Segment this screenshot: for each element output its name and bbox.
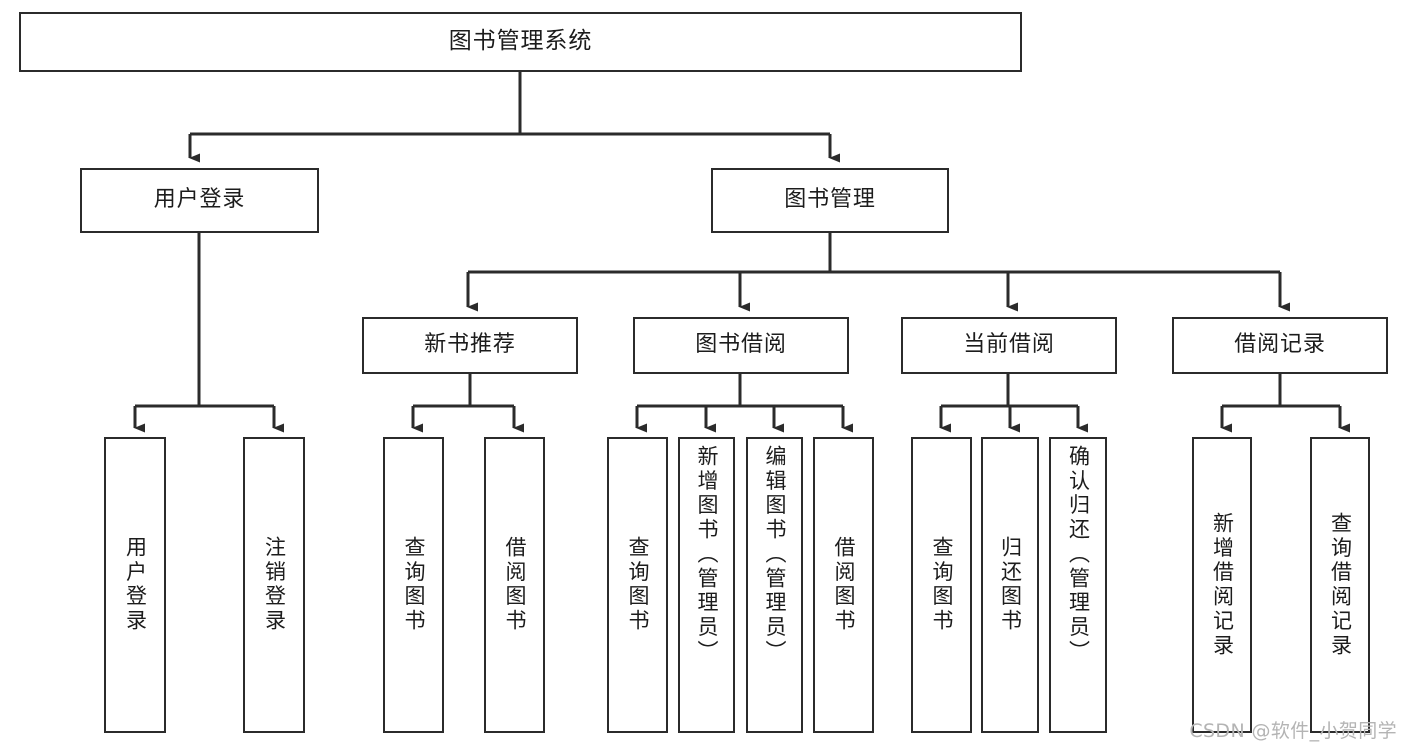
node-leaf-borrow-book-borrow[interactable]: 借阅图书 — [813, 437, 874, 733]
node-label: 查询图书 — [402, 536, 426, 634]
node-label: 当前借阅 — [963, 332, 1055, 358]
node-label: 新增图书（管理员） — [695, 445, 719, 665]
node-label: 图书管理 — [784, 187, 876, 213]
node-borrow-record[interactable]: 借阅记录 — [1172, 317, 1388, 374]
node-current-borrow[interactable]: 当前借阅 — [901, 317, 1117, 374]
node-label: 借阅图书 — [832, 536, 856, 634]
watermark-text: CSDN @软件_小贺同学 — [1189, 720, 1397, 742]
node-leaf-user-logout[interactable]: 注销登录 — [243, 437, 305, 733]
node-label: 用户登录 — [123, 536, 148, 634]
node-label: 编辑图书（管理员） — [763, 445, 787, 665]
node-label: 归还图书 — [998, 536, 1023, 634]
node-leaf-query-book-recommend[interactable]: 查询图书 — [383, 437, 444, 733]
node-book-borrow[interactable]: 图书借阅 — [633, 317, 849, 374]
node-leaf-return-book[interactable]: 归还图书 — [981, 437, 1039, 733]
node-label: 查询图书 — [626, 536, 650, 634]
node-user-login[interactable]: 用户登录 — [80, 168, 319, 233]
node-label: 确认归还（管理员） — [1066, 445, 1091, 665]
node-label: 图书管理系统 — [448, 28, 593, 55]
node-label: 查询图书 — [930, 536, 954, 634]
node-label: 借阅记录 — [1234, 332, 1326, 358]
node-leaf-edit-book-admin[interactable]: 编辑图书（管理员） — [746, 437, 803, 733]
node-leaf-add-book-admin[interactable]: 新增图书（管理员） — [678, 437, 735, 733]
node-leaf-query-book-current[interactable]: 查询图书 — [911, 437, 972, 733]
node-root-book-management-system[interactable]: 图书管理系统 — [19, 12, 1022, 72]
node-leaf-user-login[interactable]: 用户登录 — [104, 437, 166, 733]
node-label: 图书借阅 — [695, 332, 787, 358]
node-leaf-add-borrow-record[interactable]: 新增借阅记录 — [1192, 437, 1252, 733]
node-label: 查询借阅记录 — [1328, 511, 1353, 659]
node-label: 新增借阅记录 — [1210, 511, 1235, 659]
node-label: 借阅图书 — [503, 536, 527, 634]
node-label: 注销登录 — [262, 536, 287, 634]
node-leaf-query-borrow-record[interactable]: 查询借阅记录 — [1310, 437, 1370, 733]
node-label: 用户登录 — [153, 187, 246, 213]
node-leaf-query-book-borrow[interactable]: 查询图书 — [607, 437, 668, 733]
node-label: 新书推荐 — [424, 332, 516, 358]
node-book-management[interactable]: 图书管理 — [711, 168, 949, 233]
node-new-book-recommend[interactable]: 新书推荐 — [362, 317, 578, 374]
node-leaf-borrow-book-recommend[interactable]: 借阅图书 — [484, 437, 545, 733]
node-leaf-confirm-return-admin[interactable]: 确认归还（管理员） — [1049, 437, 1107, 733]
